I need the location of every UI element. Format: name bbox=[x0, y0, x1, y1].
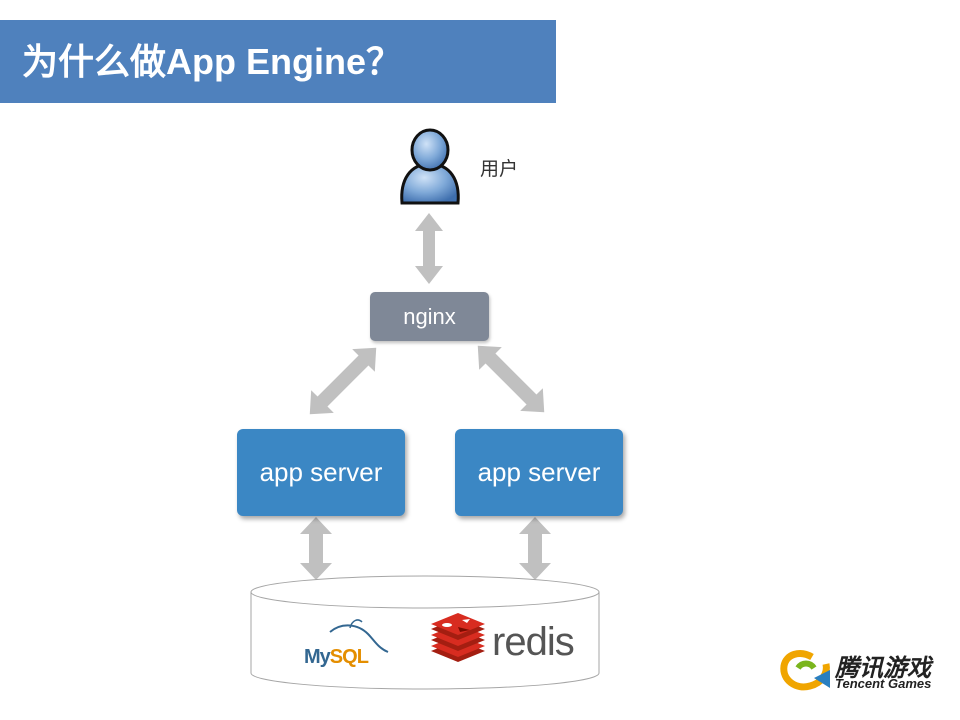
arrow-nginx-app-right bbox=[477, 345, 545, 413]
nginx-box: nginx bbox=[370, 292, 489, 341]
app-server-box-left: app server bbox=[237, 429, 405, 516]
app-server-label-left: app server bbox=[259, 457, 383, 487]
mysql-prefix: My bbox=[304, 646, 331, 668]
redis-logo-icon bbox=[431, 613, 485, 662]
nginx-label: nginx bbox=[403, 303, 456, 329]
arrow-user-nginx bbox=[415, 213, 443, 284]
app-server-label-right: app server bbox=[477, 457, 601, 487]
mysql-dolphin-icon bbox=[329, 619, 389, 653]
brand-name-en: Tencent Games bbox=[835, 676, 932, 691]
arrow-nginx-app-left bbox=[309, 347, 377, 415]
mysql-logo-text: MySQL bbox=[304, 646, 369, 669]
user-label: 用户 bbox=[480, 159, 519, 180]
app-server-box-right: app server bbox=[455, 429, 623, 516]
brand-name-zh: 腾讯游戏 bbox=[835, 655, 931, 682]
arrow-app-right-storage bbox=[519, 517, 551, 580]
mysql-suffix: SQL bbox=[329, 646, 369, 668]
storage-cylinder bbox=[250, 575, 600, 690]
redis-logo-text: redis bbox=[492, 620, 575, 664]
tencent-games-logo-icon bbox=[780, 650, 830, 691]
user-person-icon bbox=[400, 128, 460, 205]
slide-title: 为什么做App Engine？ bbox=[22, 41, 402, 82]
title-bar: 为什么做App Engine？ bbox=[0, 20, 556, 103]
arrow-app-left-storage bbox=[300, 517, 332, 580]
